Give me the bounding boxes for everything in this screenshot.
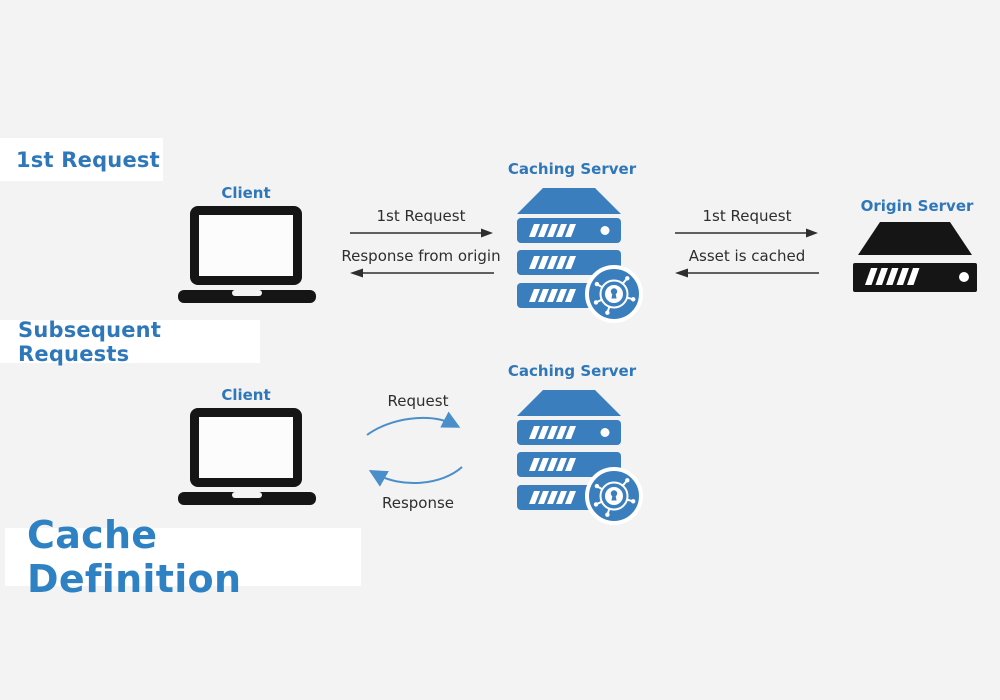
arrow-left-icon [350,268,494,278]
diagram-title-box: Cache Definition [5,513,361,601]
arrow-right-icon [675,228,818,238]
curved-arrow-left-icon [368,466,463,487]
laptop-icon [178,408,316,505]
arrow-right-icon [350,228,493,238]
row1-cache-to-origin-label: 1st Request [702,207,792,225]
caching-server-icon [517,188,643,323]
origin-server-label: Origin Server [860,197,974,215]
origin-server-icon [853,222,977,292]
row2-request-label: Request [387,392,449,410]
row2-client-label: Client [221,386,271,404]
caching-server-icon [517,390,643,525]
row2-caching-server-label: Caching Server [507,362,637,380]
section-heading-first-request: 1st Request [0,138,163,181]
arrow-left-icon [675,268,819,278]
curved-arrow-right-icon [366,411,461,436]
row1-client-to-cache-label: 1st Request [376,207,466,225]
subsequent-requests-heading-label: Subsequent Requests [18,317,162,366]
row2-response-label: Response [381,494,455,512]
row1-client-label: Client [221,184,271,202]
row1-caching-server-label: Caching Server [507,160,637,178]
section-heading-subsequent-requests: Subsequent Requests [0,317,260,366]
row1-origin-to-cache-label: Asset is cached [688,247,806,265]
diagram-title: Cache Definition [27,513,242,601]
first-request-heading-label: 1st Request [16,147,160,172]
laptop-icon [178,206,316,303]
row1-cache-to-client-label: Response from origin [341,247,501,265]
